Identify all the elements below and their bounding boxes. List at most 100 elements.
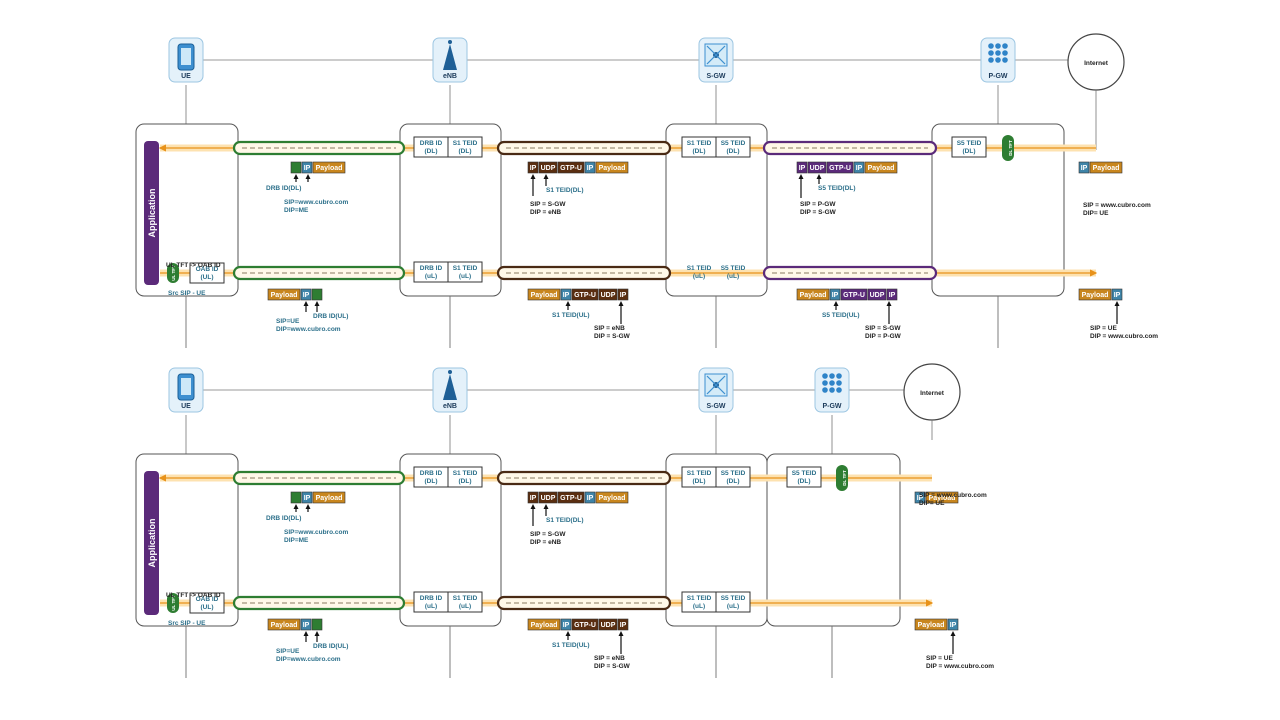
top-pkt-s5-ul-seg-4-label: IP xyxy=(889,292,896,299)
top-sgw-s5-ul-1: S5 TEID xyxy=(721,265,746,272)
bottom-dl-tft-pill xyxy=(836,465,848,491)
top-pkt-inet-dl-seg-0 xyxy=(1078,161,1090,174)
bottom-enb-ul-ids-b-line1: S1 TEID xyxy=(453,595,478,602)
top-pkt-ue-dl-seg-1 xyxy=(301,161,313,174)
bottom-lbl-sip-enb-2: DIP = S-GW xyxy=(594,663,631,670)
bottom-lbl-inet-ul-1: SIP = UE xyxy=(926,655,953,662)
top-pkt-ue-ul-seg-2 xyxy=(311,288,323,301)
bottom-lbl-drb-dl: DRB ID(DL) xyxy=(266,515,301,522)
top-sgw-dl-ids-a-line2: (DL) xyxy=(693,148,706,155)
bottom-lbl-drb-ul: DRB ID(UL) xyxy=(313,643,348,650)
top-s5-tunnel-ul xyxy=(762,265,938,281)
top-lbl-inet-dl-1: SIP = www.cubro.com xyxy=(1083,202,1151,209)
top-pkt-inet-ul-seg-0 xyxy=(1078,288,1112,301)
bottom-enb-dl-ids-b xyxy=(447,466,483,488)
bottom-node-pgw-grid-icon-dot xyxy=(822,373,828,379)
top-pkt-s1-dl-seg-3-label: IP xyxy=(587,165,594,172)
bottom-pkt-ue-dl-seg-1 xyxy=(301,491,313,504)
bottom-pkt-s1-ul-seg-4 xyxy=(617,618,629,631)
top-arrow-drb-ul-head xyxy=(314,301,320,306)
top-node-ue-screen xyxy=(181,48,191,65)
top-enb-dl-ids-b-line2: (DL) xyxy=(459,148,472,155)
top-sgw-dl-ids: S1 TEID(DL)S5 TEID(DL) xyxy=(681,136,751,158)
top-lbl-s5-teid-dl: S5 TEID(DL) xyxy=(818,185,856,192)
top-node-pgw-grid-icon-dot xyxy=(1002,57,1008,63)
top-lbl-sip-enb-1: SIP = eNB xyxy=(594,325,625,332)
top-enb-ul-ids: DRB ID(uL)S1 TEID(uL) xyxy=(413,261,483,283)
top-enb-dl-ids-a-line2: (DL) xyxy=(425,148,438,155)
top-pkt-inet-ul-seg-0-label: Payload xyxy=(1082,292,1109,299)
bottom-arrow-s1-dl-teid-head xyxy=(543,504,549,509)
top-ul-tft-label: UL TFT xyxy=(171,265,176,281)
bottom-enb-ul-ids-b-line2: (uL) xyxy=(459,603,471,610)
top-oab-line2: (UL) xyxy=(201,274,214,281)
top-pgw-dl-ids-a-line2: (DL) xyxy=(963,148,976,155)
bottom-pkt-s1-ul-seg-3 xyxy=(598,618,618,631)
bottom-pkt-s1-dl-seg-2-label: GTP-U xyxy=(560,495,582,502)
bottom-lbl-sip-ue-2: DIP=www.cubro.com xyxy=(276,656,341,663)
top-pkt-inet-ul-seg-1 xyxy=(1111,288,1123,301)
top-arrow-s5-dl-teid-head xyxy=(816,174,822,179)
top-arrow-s1-ul-ip-head xyxy=(618,301,624,306)
bottom-enb-ul-ids: DRB ID(uL)S1 TEID(uL) xyxy=(413,591,483,613)
top-src-sip-ue: Src SIP - UE xyxy=(168,290,206,297)
top-lbl-sip-pgw-2: DIP = S-GW xyxy=(800,209,837,216)
top-pkt-s1-ul-seg-1-label: IP xyxy=(563,292,570,299)
top-lbl-drb-ul: DRB ID(UL) xyxy=(313,313,348,320)
bottom-pkt-ue-dl-seg-2-label: Payload xyxy=(316,495,343,502)
top-pkt-s1-ul-seg-3-label: UDP xyxy=(601,292,616,299)
bottom-node-ue: UE xyxy=(168,367,204,413)
bottom-pkt-s1-dl-seg-1 xyxy=(538,491,558,504)
top-lbl-s1-teid-ul: S1 TEID(UL) xyxy=(552,312,590,319)
bottom-enb-dl-ids-b-line1: S1 TEID xyxy=(453,470,478,477)
bottom-lbl-sip-ue-1: SIP=UE xyxy=(276,648,300,655)
bottom-pkt-s1-ul-seg-0-label: Payload xyxy=(531,622,558,629)
bottom-pkt-inet-ul-seg-1-label: IP xyxy=(950,622,957,629)
top-dl-tft-label: DL TFT xyxy=(1008,140,1013,156)
bottom-pkt-s1-dl-seg-3-label: IP xyxy=(587,495,594,502)
top-pkt-s5-dl-seg-1-label: UDP xyxy=(810,165,825,172)
top-pkt-s1-dl-seg-3 xyxy=(584,161,596,174)
bottom-pkt-ue-dl-seg-1-label: IP xyxy=(304,495,311,502)
bottom-oab-box xyxy=(189,592,225,614)
bottom-node-ue-label: UE xyxy=(181,403,191,410)
top-sgw-dl-ids-b xyxy=(715,136,751,158)
bottom-pkt-s1-dl-seg-0 xyxy=(527,491,539,504)
top-lbl-sip-sgw-1: SIP = S-GW xyxy=(530,201,566,208)
top-node-pgw-grid-icon-dot xyxy=(988,43,994,49)
bottom-pkt-ue-ul-seg-2 xyxy=(311,618,323,631)
top-pkt-s1-ul-seg-1 xyxy=(560,288,572,301)
bottom-lbl-inet-ul-2: DIP = www.cubro.com xyxy=(926,663,994,670)
top-node-enb: eNB xyxy=(432,37,468,83)
top-pkt-ue-dl-seg-2-label: Payload xyxy=(316,165,343,172)
bottom-s1-tunnel-ul xyxy=(496,595,672,611)
top-pkt-s5-ul-seg-0 xyxy=(796,288,830,301)
top-lbl-sip-sgw-2: DIP = eNB xyxy=(530,209,561,216)
top-pkt-s5-ul-seg-2-label: GTP-U xyxy=(843,292,865,299)
bottom-lbl-inet-dl-1: SIP = www.cubro.com xyxy=(919,492,987,499)
bottom-node-pgw-grid-icon-dot xyxy=(829,380,835,386)
bottom-lbl-sip-me-1: SIP=www.cubro.com xyxy=(284,529,348,536)
bottom-node-sgw-label: S-GW xyxy=(706,403,725,410)
top-pkt-s5-ul-seg-0-label: Payload xyxy=(800,292,827,299)
top-s1-tunnel-ul xyxy=(496,265,672,281)
bottom-sgw-ul-ids-b-line1: S5 TEID xyxy=(721,595,746,602)
bottom-enb-dl-ids-b-line2: (DL) xyxy=(459,478,472,485)
bottom-node-enb-label: eNB xyxy=(443,403,457,410)
bottom-node-pgw-grid-icon-dot xyxy=(829,373,835,379)
top-pkt-ue-dl-seg-0 xyxy=(290,161,302,174)
top-sgw-dl-ids-b-line2: (DL) xyxy=(727,148,740,155)
top-pkt-s5-ul-seg-1-label: IP xyxy=(832,292,839,299)
bottom-dl-tft-label: DL TFT xyxy=(842,470,847,486)
bottom-enb-ul-ids-b xyxy=(447,591,483,613)
top-pkt-inet-dl-seg-0-label: IP xyxy=(1081,165,1088,172)
top-pkt-s1-dl-seg-1-label: UDP xyxy=(541,165,556,172)
bottom-ul-tft-oab-label: UL TFT -> OAB ID xyxy=(166,592,221,599)
top-arrow-inet-ul-head xyxy=(1114,301,1120,306)
top-pkt-s5-ul-seg-3 xyxy=(867,288,887,301)
top-pkt-s5-dl-seg-3 xyxy=(853,161,865,174)
top-arrow-s1-dl-teid-head xyxy=(543,174,549,179)
top-lbl-sip-me-2: DIP=ME xyxy=(284,207,309,214)
bottom-arrow-s1-ul-teid-head xyxy=(565,631,571,636)
bottom-sgw-dl-ids-a-line1: S1 TEID xyxy=(687,470,712,477)
